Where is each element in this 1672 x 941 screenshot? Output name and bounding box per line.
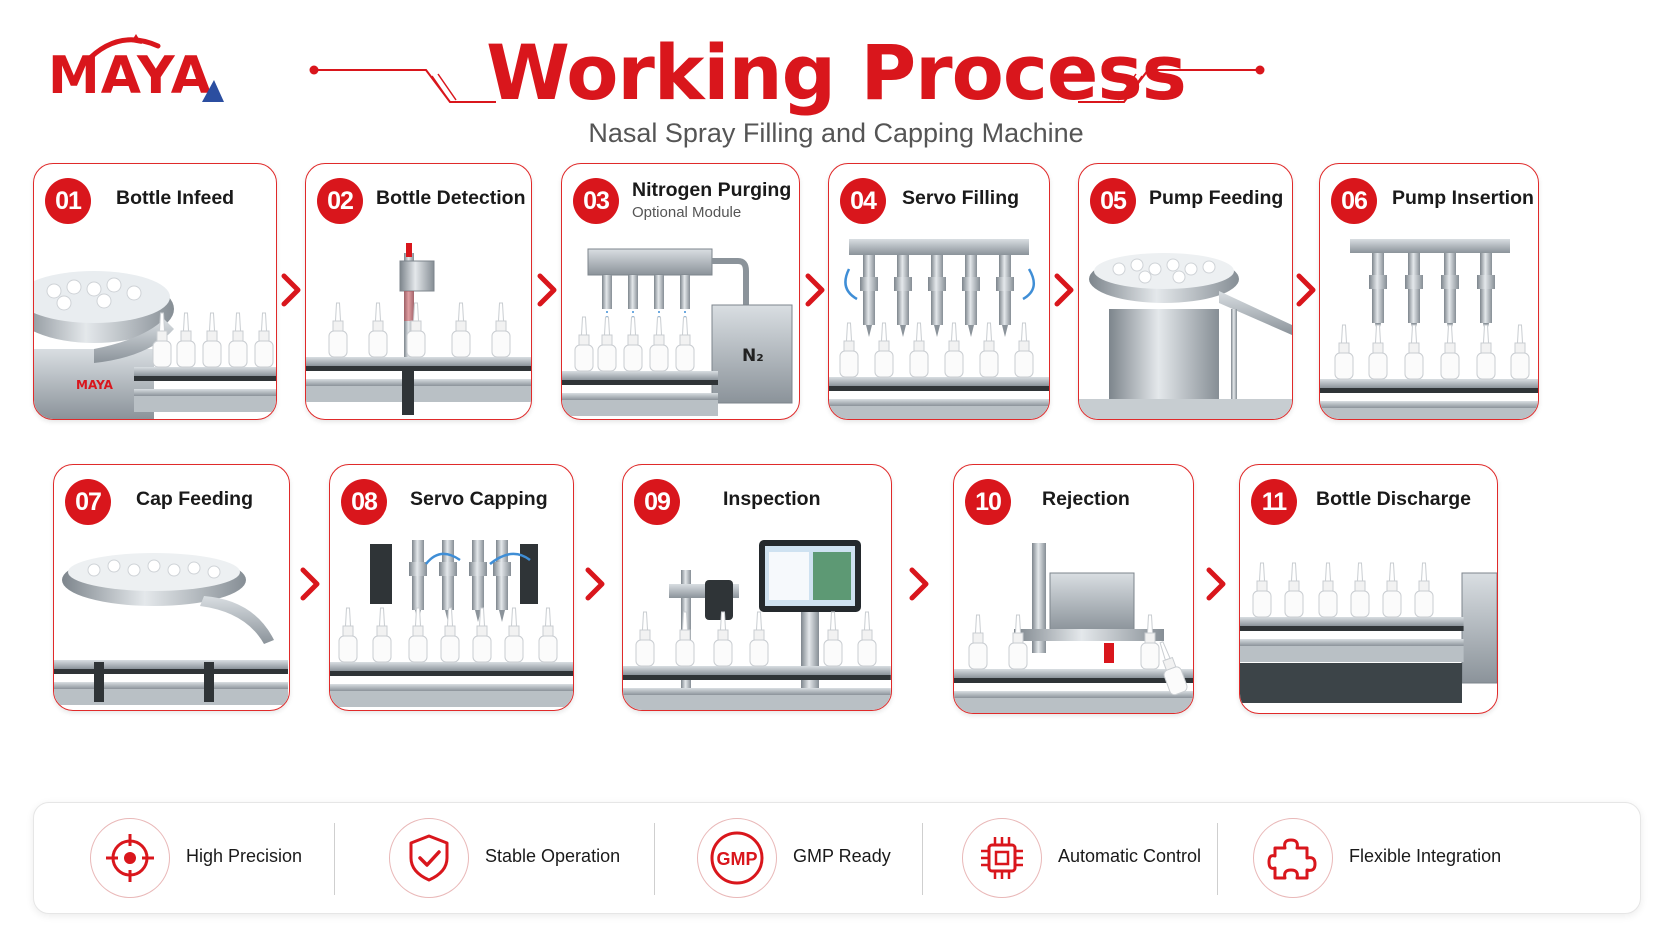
feature-icon-circle [90, 818, 170, 898]
step-number-badge: 07 [65, 479, 111, 525]
title-decoration-left [309, 65, 496, 103]
step-title: Bottle Detection [376, 187, 526, 209]
feature-label: Flexible Integration [1349, 846, 1502, 866]
chip-icon [981, 837, 1023, 879]
cap-vibratory-bowl-illustration [54, 553, 288, 705]
step-card-nitrogen-purging: 03 Nitrogen Purging Optional Module N₂ [561, 163, 800, 420]
step-card-bottle-detection: 02 Bottle Detection [305, 163, 532, 420]
step-number-badge: 09 [634, 479, 680, 525]
discharge-conveyor-illustration [1240, 562, 1497, 703]
feature-divider [334, 823, 335, 895]
step-title: Servo Filling [902, 187, 1020, 209]
step-card-pump-feeding: 05 Pump Feeding [1078, 163, 1293, 420]
shield-check-icon [409, 834, 449, 882]
nitrogen-manifold-illustration: N₂ [562, 248, 793, 416]
step-number-badge: 01 [45, 178, 91, 224]
puzzle-icon [1267, 838, 1317, 880]
step-card-inspection: 09 Inspection [622, 464, 892, 711]
step-number-badge: 04 [840, 178, 886, 224]
step-title: Nitrogen Purging [632, 179, 792, 201]
machine-logo-mark: MAYA [76, 378, 114, 392]
step-card-rejection: 10 Rejection [953, 464, 1194, 714]
step-title: Servo Capping [410, 488, 548, 510]
chevron-right-icon [585, 567, 605, 601]
pump-insertion-heads-illustration [1320, 239, 1538, 419]
bottle-feeder-bowl-illustration: MAYA [34, 271, 276, 419]
chevron-right-icon [537, 273, 557, 307]
logo-text: MAYA [48, 46, 212, 106]
step-number-badge: 06 [1331, 178, 1377, 224]
feature-label: High Precision [186, 846, 303, 866]
step-title: Inspection [723, 488, 821, 510]
page-title: Working Process [486, 28, 1187, 117]
step-title: Bottle Discharge [1316, 488, 1471, 510]
crosshair-icon [106, 834, 154, 882]
feature-icon-circle [1253, 818, 1333, 898]
features-bar: High Precision Stable Operation GMP GMP … [33, 802, 1641, 914]
step-title: Cap Feeding [136, 488, 254, 510]
gmp-badge-icon: GMP [710, 831, 764, 885]
laser-sensor-illustration [306, 243, 531, 415]
feature-icon-circle: GMP [697, 818, 777, 898]
step-number-badge: 08 [341, 479, 387, 525]
chevron-right-icon [1296, 273, 1316, 307]
capping-heads-illustration [330, 540, 573, 707]
chevron-right-icon [805, 273, 825, 307]
step-title: Bottle Infeed [116, 187, 235, 209]
filling-nozzles-illustration [829, 239, 1049, 419]
camera-and-monitor-illustration [623, 540, 891, 710]
page-subtitle: Nasal Spray Filling and Capping Machine [588, 118, 1084, 148]
feature-label: Stable Operation [485, 846, 621, 866]
n2-label: N₂ [742, 346, 764, 366]
step-title: Pump Insertion [1392, 187, 1534, 209]
rejection-pusher-illustration [954, 543, 1193, 713]
chevron-right-icon [281, 273, 301, 307]
feature-divider [654, 823, 655, 895]
step-number-badge: 11 [1251, 479, 1297, 525]
step-card-pump-insertion: 06 Pump Insertion [1319, 163, 1539, 420]
logo-triangle-icon [202, 80, 224, 102]
step-card-bottle-infeed: 01 Bottle Infeed MAYA [33, 163, 277, 420]
step-card-servo-capping: 08 Servo Capping [329, 464, 574, 711]
step-card-cap-feeding: 07 Cap Feeding [53, 464, 290, 711]
feature-divider [1217, 823, 1218, 895]
step-card-servo-filling: 04 Servo Filling [828, 163, 1050, 420]
feature-label: Automatic Control [1058, 846, 1202, 866]
step-title: Rejection [1042, 488, 1130, 510]
step-card-bottle-discharge: 11 Bottle Discharge [1239, 464, 1498, 714]
logo-swoosh-icon [83, 34, 161, 65]
step-number-badge: 03 [573, 178, 619, 224]
step-number-badge: 10 [965, 479, 1011, 525]
chevron-right-icon [300, 567, 320, 601]
feature-icon-circle [389, 818, 469, 898]
brand-logo: MAYA [48, 32, 248, 102]
pump-vibratory-bowl-illustration [1079, 253, 1292, 419]
step-title: Pump Feeding [1149, 187, 1284, 209]
step-number-badge: 02 [317, 178, 363, 224]
feature-icon-circle [962, 818, 1042, 898]
step-subtitle: Optional Module [632, 204, 742, 221]
feature-label: GMP Ready [793, 846, 891, 866]
feature-divider [922, 823, 923, 895]
step-number-badge: 05 [1090, 178, 1136, 224]
chevron-right-icon [909, 567, 929, 601]
chevron-right-icon [1206, 567, 1226, 601]
chevron-right-icon [1054, 273, 1074, 307]
title-decoration-right [1078, 65, 1265, 103]
gmp-icon-text: GMP [716, 849, 757, 869]
